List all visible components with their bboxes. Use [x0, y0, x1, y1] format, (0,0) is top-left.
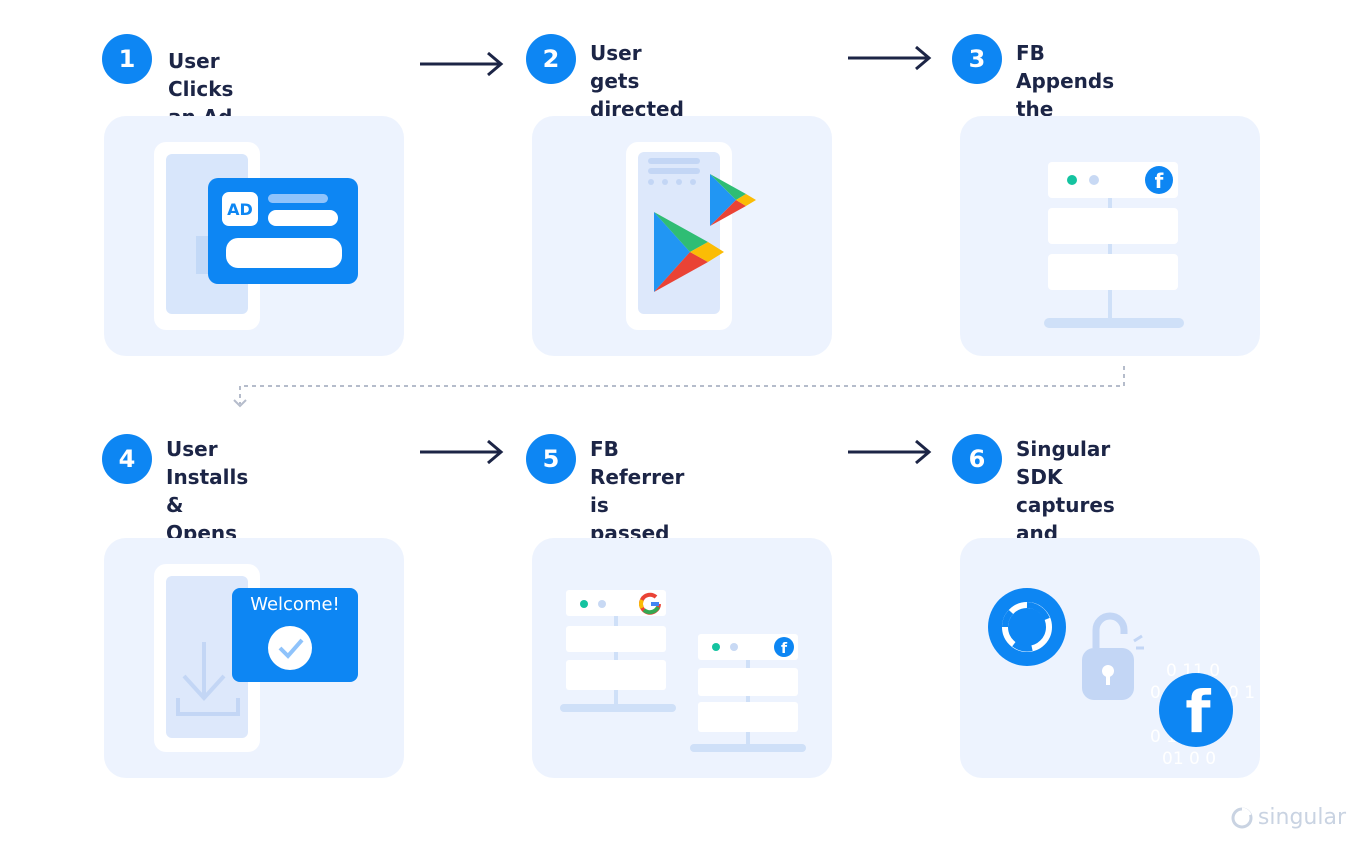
- singular-mark-icon: [1231, 807, 1253, 828]
- svg-text:f: f: [1155, 169, 1164, 193]
- step-number-badge: 5: [526, 434, 576, 484]
- phone-play-store-icon: [626, 142, 756, 330]
- google-play-icon: [710, 174, 756, 226]
- step-number-badge: 3: [952, 34, 1002, 84]
- decrypt-scene-icon: 0 11 0 0 1 0 1 0 1 01 0 0 f: [988, 588, 1255, 769]
- step-number-badge: 6: [952, 434, 1002, 484]
- server-stack-icon: f: [1044, 162, 1184, 328]
- play-store-illustration: [532, 116, 832, 356]
- ad-click-illustration: AD: [104, 116, 404, 356]
- install-open-illustration: Welcome!: [104, 538, 404, 778]
- ad-badge-text: AD: [227, 199, 253, 219]
- svg-text:f: f: [781, 641, 788, 657]
- step-number-badge: 2: [526, 34, 576, 84]
- svg-text:f: f: [1185, 678, 1211, 746]
- arrow-right-icon: [848, 439, 932, 465]
- server-stacks-icon: f: [560, 590, 806, 752]
- arrow-right-icon: [420, 439, 504, 465]
- facebook-icon: f: [1159, 673, 1233, 747]
- arrow-right-icon: [420, 51, 504, 77]
- binary-row-5: 01 0 0: [1162, 749, 1216, 769]
- phone-ad-icon: [154, 142, 358, 330]
- facebook-icon: f: [774, 637, 794, 657]
- brand-name: singular: [1257, 805, 1346, 830]
- google-icon: [639, 592, 661, 615]
- singular-logo-icon: [988, 588, 1066, 666]
- step-number-badge: 1: [102, 34, 152, 84]
- google-referrer-illustration: f: [532, 538, 832, 778]
- fb-referrer-illustration: f: [960, 116, 1260, 356]
- dashed-connector-icon: [233, 366, 1125, 408]
- sdk-decrypt-illustration: 0 11 0 0 1 0 1 0 1 01 0 0 f: [960, 538, 1260, 778]
- facebook-icon: f: [1145, 166, 1173, 194]
- step-number-badge: 4: [102, 434, 152, 484]
- phone-download-icon: [154, 564, 358, 752]
- google-play-icon: [654, 212, 724, 292]
- unlocked-padlock-icon: [1082, 612, 1144, 700]
- arrow-right-icon: [848, 45, 932, 71]
- singular-brand-logo: singular: [1230, 805, 1346, 830]
- welcome-text: Welcome!: [250, 594, 340, 615]
- binary-row-3: 0 1: [1228, 683, 1255, 703]
